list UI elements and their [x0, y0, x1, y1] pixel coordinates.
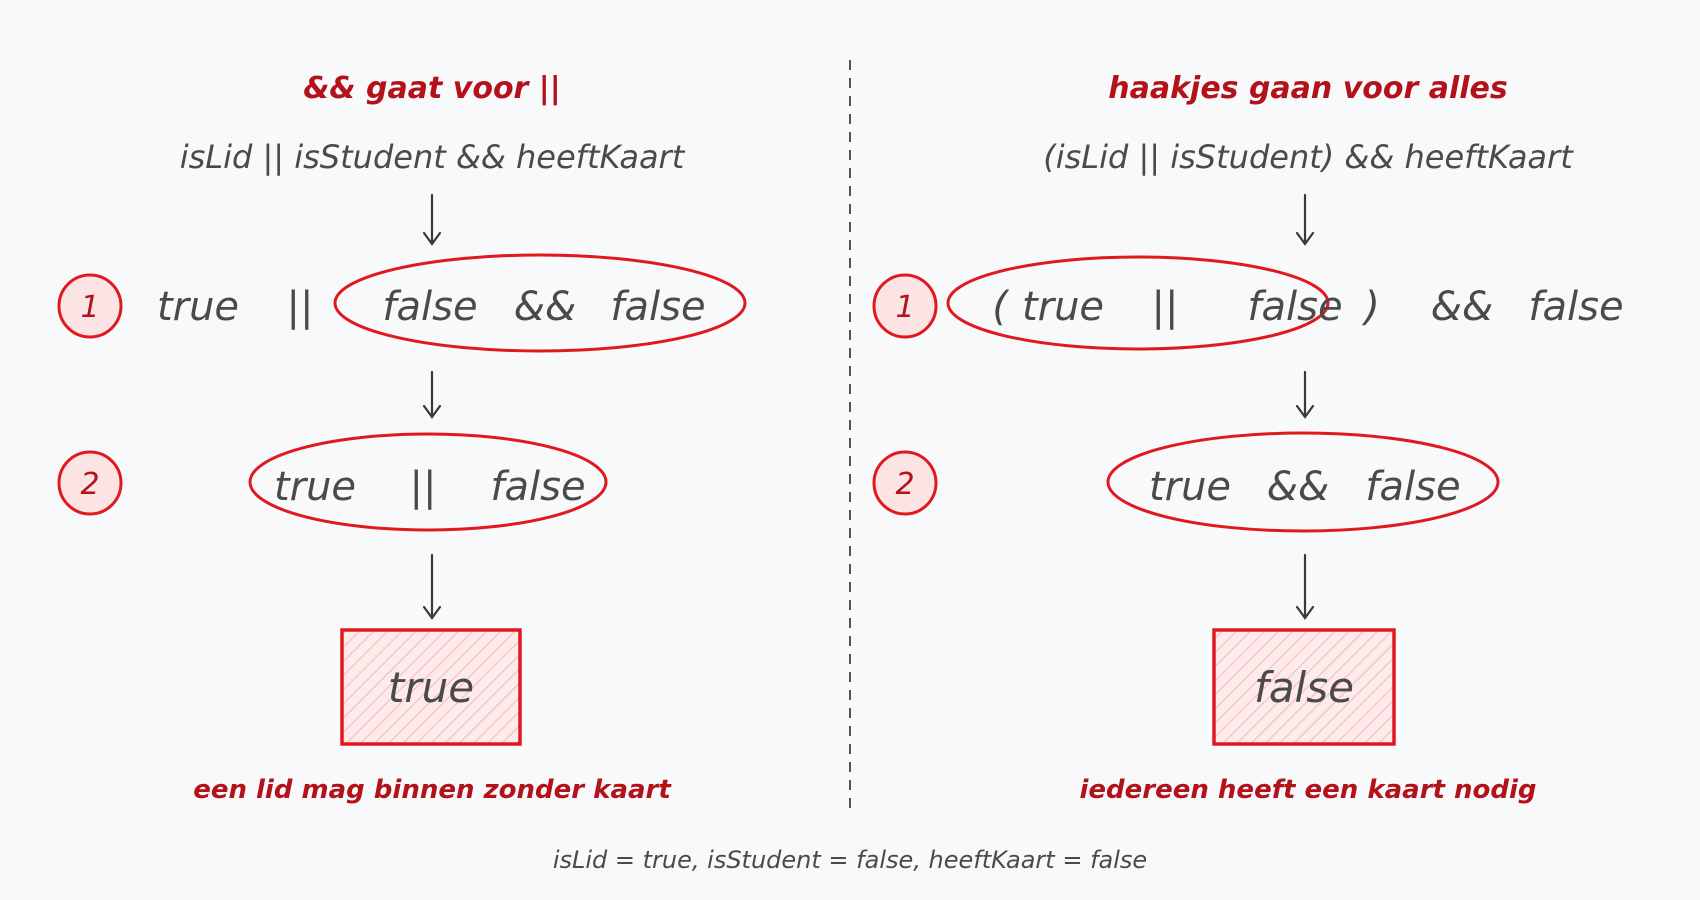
right-step1-token-6: && — [1431, 284, 1493, 330]
left-step1-token-4: && — [514, 284, 576, 330]
right-arrow-2 — [1295, 370, 1315, 419]
left-title: && gaat voor || — [303, 71, 560, 106]
left-step1-token-3: false — [382, 284, 477, 330]
left-panel: && gaat voor || isLid || isStudent && he… — [57, 71, 747, 805]
right-step2-ellipse — [1106, 431, 1500, 533]
right-step2-number: 2 — [895, 467, 914, 502]
right-panel: haakjes gaan voor alles (isLid || isStud… — [872, 71, 1624, 805]
right-step1-token-2: true — [1022, 284, 1104, 330]
right-step1-token-4: false — [1247, 284, 1342, 330]
left-step2-ellipse — [248, 432, 608, 532]
left-step2-token-1: true — [274, 464, 356, 510]
right-result: false — [1254, 663, 1354, 712]
left-arrow-3 — [422, 553, 442, 620]
left-step1-ellipse — [333, 253, 747, 353]
left-step1-token-2: || — [287, 284, 314, 330]
right-step1-badge — [872, 273, 938, 339]
left-arrow-2 — [422, 370, 442, 419]
right-step1-token-5: ) — [1361, 284, 1380, 330]
right-step1-number: 1 — [895, 290, 914, 325]
right-arrow-1 — [1295, 193, 1315, 246]
left-step2-badge — [57, 450, 123, 516]
left-step2-token-3: false — [490, 464, 585, 510]
left-arrow-1 — [422, 193, 442, 246]
right-caption: iedereen heeft een kaart nodig — [1079, 775, 1536, 805]
right-expression: (isLid || isStudent) && heeftKaart — [1043, 138, 1574, 176]
footer-legend: isLid = true, isStudent = false, heeftKa… — [553, 846, 1147, 874]
left-expression: isLid || isStudent && heeftKaart — [180, 138, 686, 176]
right-step2-token-1: true — [1149, 464, 1231, 510]
left-result: true — [388, 663, 474, 712]
right-step1-token-7: false — [1528, 284, 1623, 330]
right-arrow-3 — [1295, 553, 1315, 620]
right-result-box — [1212, 628, 1396, 746]
left-step1-badge — [57, 273, 123, 339]
right-step2-badge — [872, 450, 938, 516]
right-title: haakjes gaan voor alles — [1108, 71, 1508, 106]
left-result-box — [340, 628, 522, 746]
left-step1-number: 1 — [80, 290, 99, 325]
right-step1-token-1: ( — [992, 284, 1010, 330]
right-step2-token-2: && — [1267, 464, 1329, 510]
right-step1-token-3: || — [1152, 284, 1179, 330]
left-step1-token-5: false — [610, 284, 705, 330]
right-step1-ellipse — [946, 255, 1330, 351]
left-caption: een lid mag binnen zonder kaart — [193, 775, 672, 805]
left-step2-number: 2 — [80, 467, 99, 502]
left-step1-token-1: true — [157, 284, 239, 330]
right-step2-token-3: false — [1365, 464, 1460, 510]
left-step2-token-2: || — [410, 464, 437, 510]
